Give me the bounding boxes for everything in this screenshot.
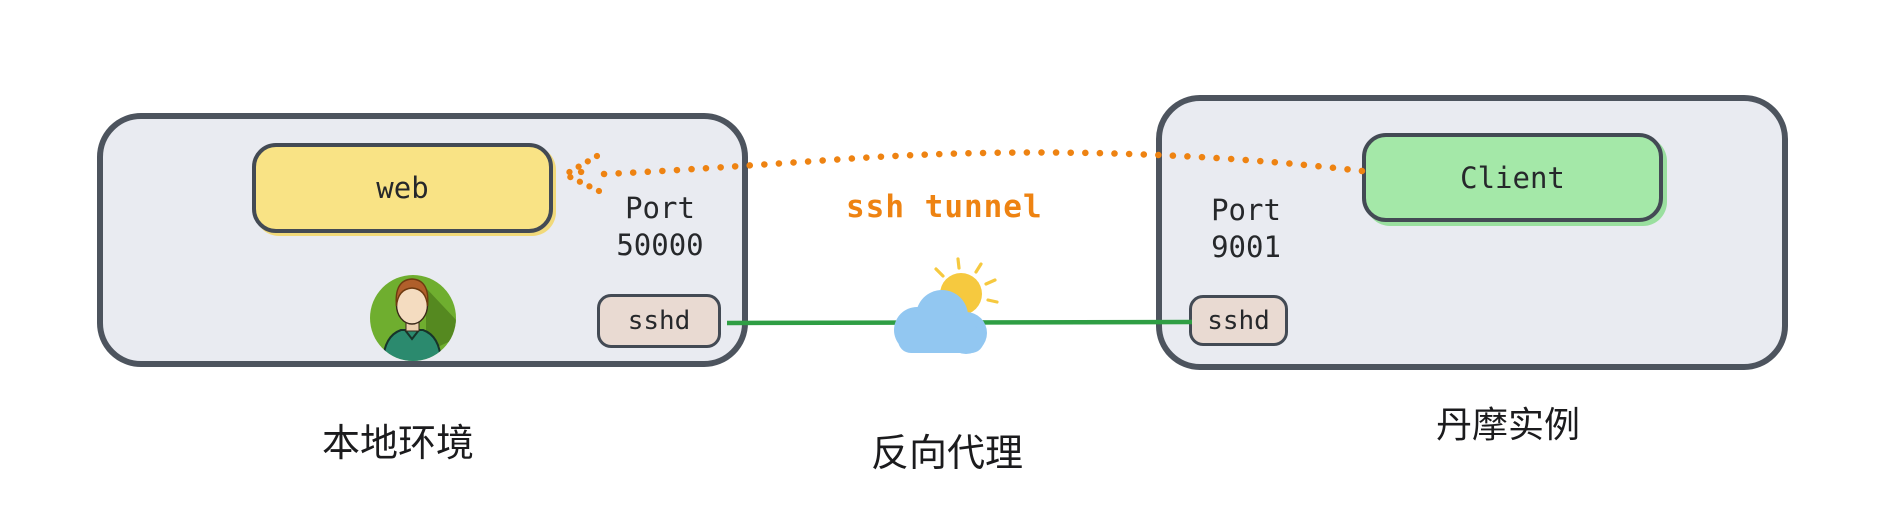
local-sshd-box: sshd — [597, 294, 721, 348]
client-label: Client — [1460, 160, 1565, 195]
client-box: Client — [1362, 133, 1663, 222]
cloud-icon — [894, 290, 987, 354]
remote-sshd-box: sshd — [1189, 295, 1288, 346]
remote-sshd-label: sshd — [1207, 305, 1270, 336]
user-avatar-icon — [370, 275, 456, 361]
remote-port-word: Port — [1211, 193, 1281, 227]
local-port-word: Port — [625, 191, 695, 225]
remote-node-caption: 丹摩实例 — [1435, 405, 1580, 446]
ssh-connection-line — [726, 319, 1193, 326]
local-sshd-label: sshd — [627, 306, 691, 336]
local-port-number: 50000 — [616, 228, 704, 262]
remote-port-number: 9001 — [1211, 230, 1281, 264]
sun-icon — [934, 257, 999, 315]
local-node-caption: 本地环境 — [321, 421, 474, 465]
reverse-proxy-caption: 反向代理 — [870, 431, 1023, 475]
web-box: web — [252, 143, 553, 233]
web-label: web — [376, 171, 429, 205]
ssh-tunnel-label: ssh tunnel — [846, 189, 1043, 225]
